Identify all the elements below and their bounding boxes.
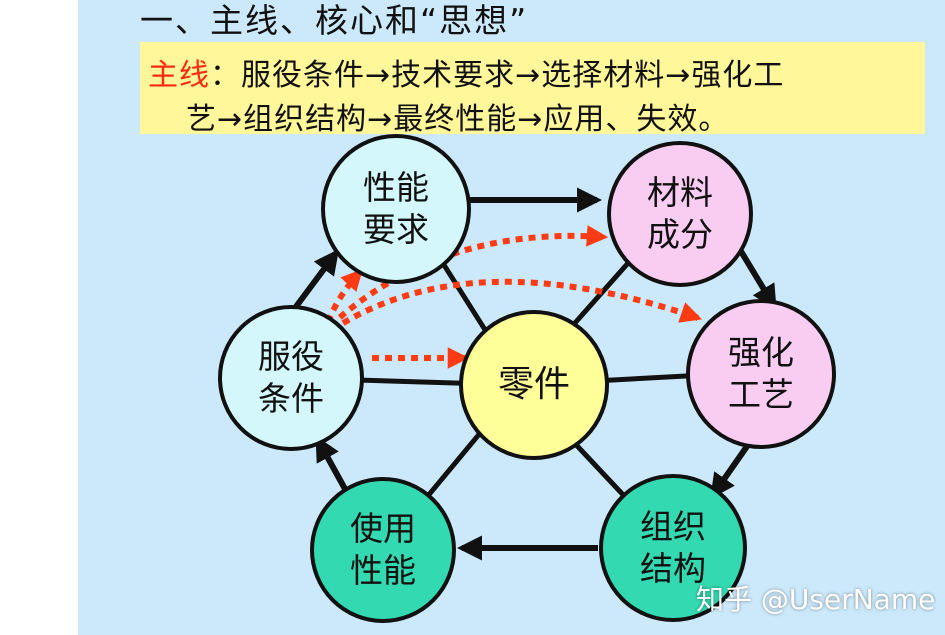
node-label-line: 工艺	[728, 375, 794, 414]
node-label-performance-requirement: 性能 要求	[331, 167, 461, 251]
node-label-strengthening-process: 强化 工艺	[696, 332, 826, 416]
arrow-condition-to-requirement	[289, 248, 340, 314]
mainline-highlight-box	[140, 42, 925, 134]
node-service-performance	[310, 477, 456, 623]
node-label-line: 要求	[363, 210, 429, 249]
arrow-composition-to-process	[736, 246, 777, 311]
mainline-sequence-part-2: 艺→组织结构→最终性能→应用、失效。	[186, 102, 730, 137]
node-label-line: 性能	[363, 168, 429, 207]
dashed-arrow-to-process	[330, 278, 703, 333]
node-label-line: 性能	[350, 551, 416, 590]
node-label-line: 材料	[647, 173, 713, 212]
node-label-line: 条件	[258, 379, 324, 418]
node-label-line: 强化	[728, 333, 794, 372]
mainline-label: 主线	[148, 58, 210, 93]
node-label-part: 零件	[497, 364, 570, 405]
node-label-line: 组织	[640, 507, 706, 546]
node-performance-requirement	[321, 134, 471, 284]
node-label-line: 成分	[647, 215, 713, 254]
node-label-material-composition: 材料 成分	[615, 172, 745, 256]
watermark-text: 知乎 @UserName	[696, 583, 936, 616]
node-label-line: 服役	[258, 337, 324, 376]
node-material-composition	[607, 141, 753, 287]
node-label-line: 结构	[640, 549, 706, 588]
node-label-microstructure: 组织 结构	[608, 506, 738, 590]
node-strengthening-process	[686, 299, 836, 449]
mainline-sequence-part-1: ：服役条件→技术要求→选择材料→强化工	[210, 58, 785, 93]
node-label-service-condition: 服役 条件	[226, 336, 356, 420]
node-label-service-performance: 使用 性能	[318, 508, 448, 592]
node-microstructure	[599, 474, 747, 622]
node-service-condition	[218, 305, 364, 451]
slide-title: 一、主线、核心和“思想”	[140, 1, 529, 40]
node-label-line: 使用	[350, 509, 416, 548]
mainline-text-line-1: 主线：服役条件→技术要求→选择材料→强化工	[148, 50, 784, 94]
node-part	[459, 310, 609, 460]
